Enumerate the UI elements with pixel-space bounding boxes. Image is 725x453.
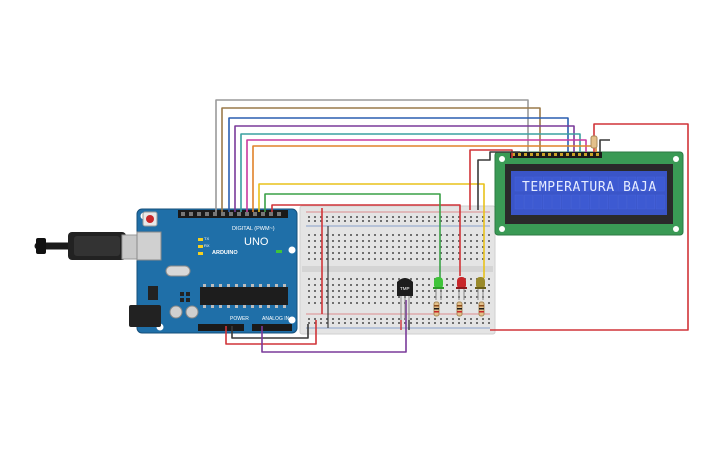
arduino-brand-label: ARDUINO	[212, 250, 238, 256]
lcd-data-wires	[215, 99, 597, 276]
rx-label: RX	[204, 243, 210, 248]
sensor-label: TMP	[400, 286, 410, 291]
analog-label: ANALOG IN	[262, 316, 290, 322]
lcd-display-16x2[interactable]: TEMPERATURA BAJA	[494, 151, 684, 236]
power-header[interactable]	[198, 324, 244, 331]
digital-label: DIGITAL (PWM~)	[232, 226, 275, 232]
breadboard-wires	[225, 123, 689, 353]
usb-cable	[34, 232, 153, 260]
tx-label: TX	[204, 236, 209, 241]
lcd-backlight-resistor	[590, 135, 598, 149]
resistors	[433, 301, 485, 317]
power-label: POWER	[230, 316, 249, 322]
atmega-chip	[200, 287, 288, 305]
power-jack	[129, 305, 161, 327]
led-green[interactable]	[433, 277, 444, 300]
lcd-character-cells	[514, 176, 665, 210]
arduino-uno-board[interactable]: DIGITAL (PWM~) UNO ARDUINO POWER ANALOG …	[129, 208, 298, 334]
led-yellow[interactable]	[475, 277, 486, 300]
led-red[interactable]	[456, 277, 467, 300]
arduino-model-label: UNO	[244, 236, 269, 248]
temperature-sensor-tmp36[interactable]: TMP	[397, 278, 413, 330]
analog-header[interactable]	[252, 324, 292, 331]
breadboard[interactable]	[299, 205, 496, 335]
lcd-text: TEMPERATURA BAJA	[522, 180, 657, 195]
